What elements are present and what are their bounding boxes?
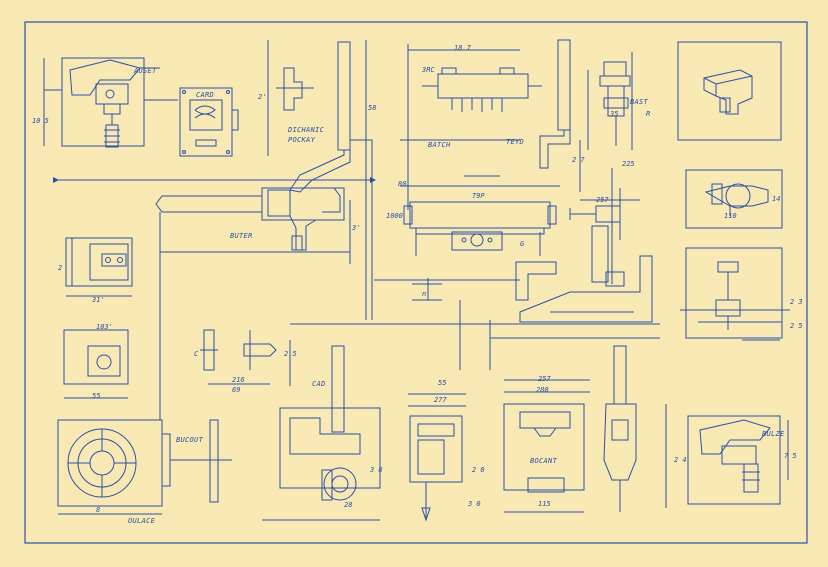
dim-28: 28 (344, 501, 353, 509)
extruder-barrel (53, 177, 376, 420)
dim-189: 18 7 (454, 44, 471, 52)
main-cylinder (403, 201, 557, 301)
dim-257: 257 (596, 196, 609, 204)
junction-box (63, 329, 129, 399)
dim-2b: 2 (58, 264, 63, 272)
dim-35b: 55 (92, 392, 101, 400)
dim-14: 14 (772, 195, 781, 203)
dim-55: 55 (438, 379, 447, 387)
dim-225: 225 (622, 160, 635, 168)
dim-3rc: 3RC (422, 66, 435, 74)
dim-75: 7 5 (784, 452, 797, 460)
dim-58: 58 (368, 104, 377, 112)
valve-frame (489, 168, 660, 370)
label-cad: CAD (312, 380, 326, 388)
label-bast: BAST (630, 98, 649, 106)
label-buter: BUTER (230, 232, 253, 240)
dim-105: 10 5 (32, 117, 49, 125)
mounting-bracket-view (680, 247, 790, 341)
rocker-plate (503, 379, 590, 513)
label-bulze: BULZE (762, 430, 785, 438)
iso-block-view (677, 41, 782, 141)
dim-277: 277 (434, 396, 447, 404)
dim-20: 2 0 (472, 466, 485, 474)
label-batch: BATCH (428, 141, 451, 149)
label-teyd: TEYD (506, 138, 525, 146)
dim-27: 2 7 (572, 156, 585, 164)
dim-35: 35 (610, 110, 619, 118)
dim-31: 3' (352, 224, 361, 232)
pump-assembly (262, 345, 381, 521)
sensor-head (587, 52, 633, 150)
dim-250: 280 (536, 386, 549, 394)
dim-257b: 257 (538, 375, 551, 383)
rail-fixture (400, 44, 560, 210)
label-card: CARD (196, 91, 215, 99)
label-bucout: BUCOUT (176, 436, 204, 444)
gauge-column (408, 393, 466, 522)
dim-69: 69 (232, 386, 241, 394)
dim-25: 2 5 (284, 350, 297, 358)
dim-r: R (646, 110, 651, 118)
dim-38: 3 8 (370, 466, 383, 474)
label-assy: AUSET (134, 67, 157, 75)
dim-70: T9P (472, 192, 485, 200)
label-bocant: BOCANT (530, 457, 558, 465)
dim-115: 115 (538, 500, 551, 508)
dim-na: n (422, 290, 427, 298)
dim-ga: G (520, 240, 525, 248)
dim-c: C (194, 350, 199, 358)
dim-31b: 31' (92, 296, 105, 304)
dim-24: 2 4 (674, 456, 687, 464)
sheet-border (24, 21, 808, 544)
clamp-assembly (43, 57, 178, 148)
dim-216: 216 (232, 376, 245, 384)
side-fitting-view (685, 169, 783, 229)
pin-gauge (200, 329, 291, 386)
probe-tool (603, 345, 667, 512)
fan-housing (57, 419, 232, 515)
label-oulage: OULACE (128, 517, 156, 525)
dim-2a: 2' (258, 93, 267, 101)
card-module (179, 87, 239, 157)
dim-1000: 1000 (386, 212, 403, 220)
dim-80: 80 (398, 180, 407, 188)
label-pockay: POCKAY (288, 136, 316, 144)
label-dichanic: DICHANIC (288, 126, 325, 134)
dim-25b: 2 5 (790, 322, 803, 330)
dim-23: 2 3 (790, 298, 803, 306)
dim-103: 103' (96, 323, 113, 331)
dim-8: 8 (96, 506, 101, 514)
switch-box (65, 237, 133, 297)
clamp-assembly-copy (687, 415, 789, 505)
dim-110: 110 (724, 212, 737, 220)
riser-pipe (539, 39, 581, 192)
bracket-part (267, 40, 314, 156)
dim-80b: 3 0 (468, 500, 481, 508)
